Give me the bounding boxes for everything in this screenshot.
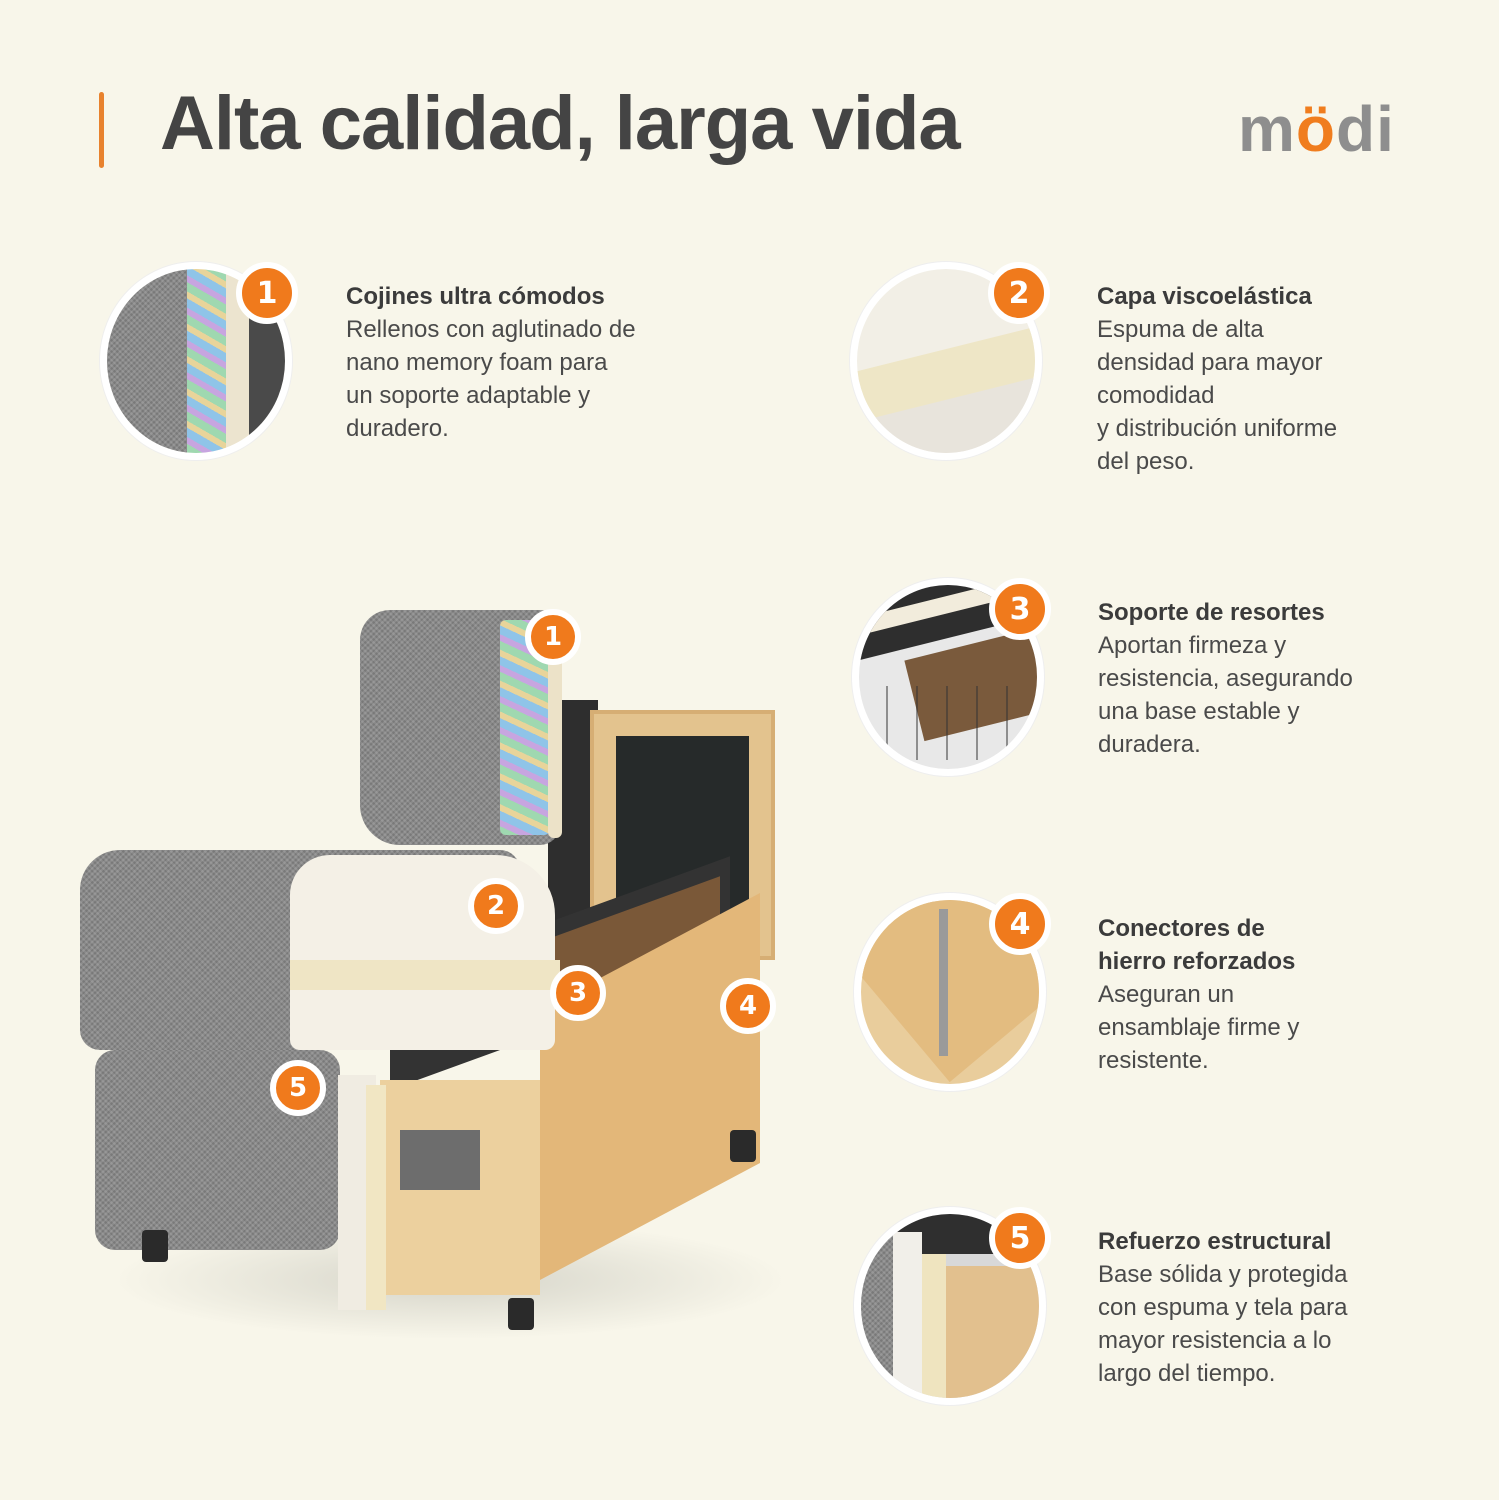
feature-description: Aseguran un ensamblaje firme y resistent… [1098, 981, 1300, 1074]
number-badge: 4 [989, 893, 1051, 955]
brand-logo: mödi [1238, 92, 1395, 166]
logo-text-prefix: m [1238, 93, 1296, 165]
sofa-cutaway-illustration: 1 2 3 4 5 [70, 600, 790, 1360]
structural-reinforcement-image [854, 1207, 1046, 1405]
sofa-leg [142, 1230, 168, 1262]
feature-title: Capa viscoelástica [1097, 283, 1312, 310]
callout-badge-2: 2 [468, 878, 524, 934]
feature-description: Aportan firmeza y resistencia, asegurand… [1098, 632, 1353, 758]
callout-badge-4: 4 [720, 978, 776, 1034]
feature-title: Refuerzo estructural [1098, 1228, 1332, 1255]
feature-description: Rellenos con aglutinado de nano memory f… [346, 316, 636, 442]
number-badge: 1 [236, 262, 298, 324]
number-badge: 3 [989, 578, 1051, 640]
callout-badge-3: 3 [550, 965, 606, 1021]
feature-title: Cojines ultra cómodos [346, 283, 605, 310]
number-badge: 5 [989, 1207, 1051, 1269]
feature-description: Base sólida y protegida con espuma y tel… [1098, 1261, 1348, 1387]
iron-connector-image [854, 893, 1046, 1091]
number-badge: 2 [988, 262, 1050, 324]
title-accent-bar [99, 92, 104, 168]
feature-description: Espuma de alta densidad para mayor comod… [1097, 316, 1338, 475]
sofa-leg [508, 1298, 534, 1330]
logo-accent-letter: ö [1295, 93, 1336, 165]
page-title: Alta calidad, larga vida [160, 81, 961, 166]
feature-title: Soporte de resortes [1098, 599, 1325, 626]
sofa-leg [730, 1130, 756, 1162]
callout-badge-5: 5 [270, 1060, 326, 1116]
callout-badge-1: 1 [525, 609, 581, 665]
logo-text-suffix: di [1336, 93, 1395, 165]
cushion-filling-image [100, 262, 292, 460]
feature-title: Conectores de hierro reforzados [1098, 915, 1296, 975]
